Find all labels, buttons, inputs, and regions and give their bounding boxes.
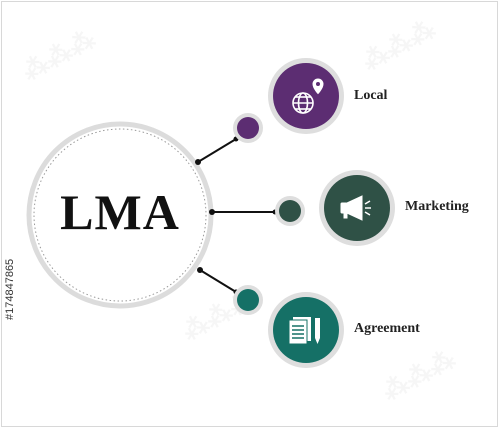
connector-dot-local (195, 159, 201, 165)
connector-dot-agreement (197, 267, 203, 273)
center-title: LMA (60, 184, 180, 240)
connector-local (197, 138, 237, 163)
document-pencil-icon (288, 317, 320, 345)
globe-location-pin-icon (292, 77, 325, 114)
stock-id-text: #174847865 (4, 258, 16, 320)
connector-agreement (199, 269, 237, 293)
item-label-local: Local (354, 88, 388, 103)
center-circle (26, 121, 214, 309)
item-circle-local (268, 58, 344, 134)
megaphone-icon (340, 195, 371, 221)
item-label-agreement: Agreement (354, 321, 420, 336)
item-label-marketing: Marketing (405, 199, 469, 214)
connector-dot-marketing (209, 209, 215, 215)
item-circle-agreement (268, 292, 344, 368)
node-dots (233, 113, 305, 315)
item-circle-marketing (319, 170, 395, 246)
